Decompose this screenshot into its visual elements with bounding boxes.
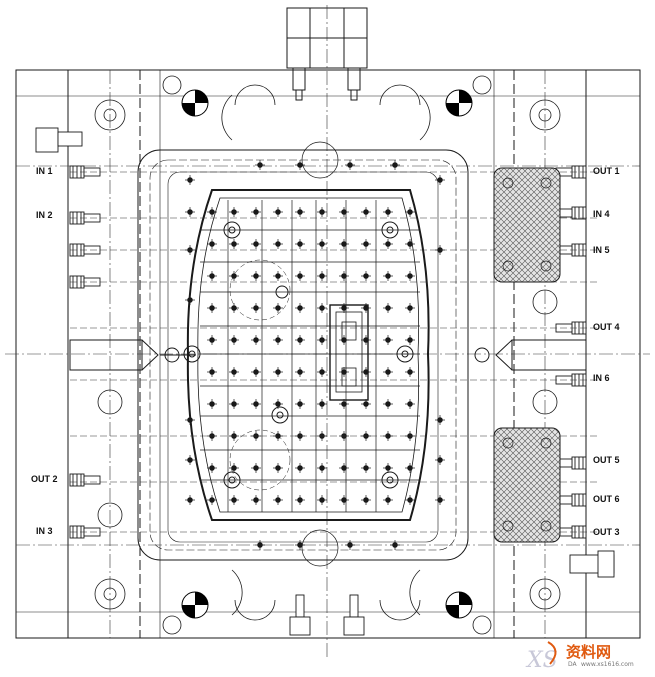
rib-grid <box>200 200 420 512</box>
port-labels: IN 1 IN 2 IN 3 OUT 2 OUT 1 IN 4 IN 5 OUT… <box>31 166 620 537</box>
watermark-corner: DA <box>568 661 578 668</box>
center-slider <box>329 304 369 401</box>
quadrant-marker-tr <box>445 89 473 117</box>
watermark-url: www.xs1616.com <box>581 661 634 668</box>
fitting-nipple <box>83 475 101 485</box>
label-in2: IN 2 <box>36 210 53 220</box>
hatched-insert-lower <box>493 427 561 543</box>
label-out3: OUT 3 <box>593 527 620 537</box>
water-fitting <box>555 456 587 470</box>
label-in6: IN 6 <box>593 373 610 383</box>
label-out4: OUT 4 <box>593 322 620 332</box>
label-out6: OUT 6 <box>593 494 620 504</box>
guide-pins <box>94 75 561 635</box>
label-in3: IN 3 <box>36 526 53 536</box>
side-cylinders <box>69 339 587 371</box>
label-out1: OUT 1 <box>593 166 620 176</box>
label-in5: IN 5 <box>593 245 610 255</box>
cavity-bosses <box>183 141 414 567</box>
label-in1: IN 1 <box>36 166 53 176</box>
hatched-insert-upper <box>493 167 561 283</box>
watermark: XS 资料网 DA www.xs1616.com <box>525 641 634 673</box>
ejector-pins <box>185 160 445 550</box>
quadrant-marker-br <box>445 591 473 619</box>
label-out2: OUT 2 <box>31 474 58 484</box>
watermark-brand: 资料网 <box>566 643 611 661</box>
label-out5: OUT 5 <box>593 455 620 465</box>
quadrant-marker-bl <box>181 591 209 619</box>
product-cavity <box>186 189 430 521</box>
bottom-bolts <box>35 127 615 636</box>
water-fitting <box>555 206 587 220</box>
water-fitting <box>69 473 101 487</box>
center-lines <box>5 5 650 660</box>
watermark-logo-icon <box>547 641 557 665</box>
quadrant-marker-tl <box>181 89 209 117</box>
label-in4: IN 4 <box>593 209 610 219</box>
water-fitting <box>555 493 587 507</box>
